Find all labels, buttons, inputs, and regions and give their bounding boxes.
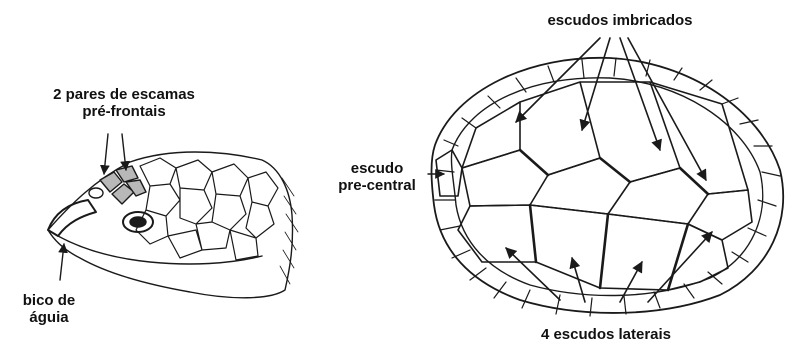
head-scales: [136, 158, 278, 260]
imbricated-edge-shading: [520, 150, 708, 290]
lateral-arrow-2: [572, 258, 585, 302]
precentral-label-line2: pre-central: [328, 177, 426, 194]
tympanum-inner: [130, 217, 146, 227]
marginal-inner-boundary: [451, 78, 762, 296]
lateral-arrow-1: [506, 248, 560, 300]
prefrontal-label: 2 pares de escamas pré-frontais: [20, 86, 228, 120]
laterals-label: 4 escudos laterais: [510, 326, 702, 343]
prefrontal-arrow-1: [104, 134, 108, 174]
beak-label-line2: águia: [4, 309, 94, 326]
precentral-scute: [436, 150, 462, 196]
beak: [48, 200, 96, 236]
prefrontal-label-line2: pré-frontais: [20, 103, 228, 120]
imbricated-label: escudos imbricados: [530, 12, 710, 29]
beak-label-line1: bico de: [4, 292, 94, 309]
prefrontal-label-line1: 2 pares de escamas: [20, 86, 228, 103]
lateral-arrow-3: [620, 262, 642, 302]
turtle-head-drawing: [48, 152, 298, 298]
carapace-outline: [432, 58, 784, 313]
carapace-drawing: [432, 58, 784, 316]
imbricated-arrow-4: [628, 38, 706, 180]
lateral-arrow-4: [648, 232, 712, 302]
head-outline: [48, 152, 293, 298]
precentral-label-line1: escudo: [328, 160, 426, 177]
marginal-dividers: [435, 58, 780, 316]
costal-scutes-lower: [458, 205, 728, 290]
eye: [89, 188, 103, 198]
beak-arrow: [60, 244, 64, 280]
precentral-label: escudo pre-central: [328, 160, 426, 194]
beak-label: bico de águia: [4, 292, 94, 326]
